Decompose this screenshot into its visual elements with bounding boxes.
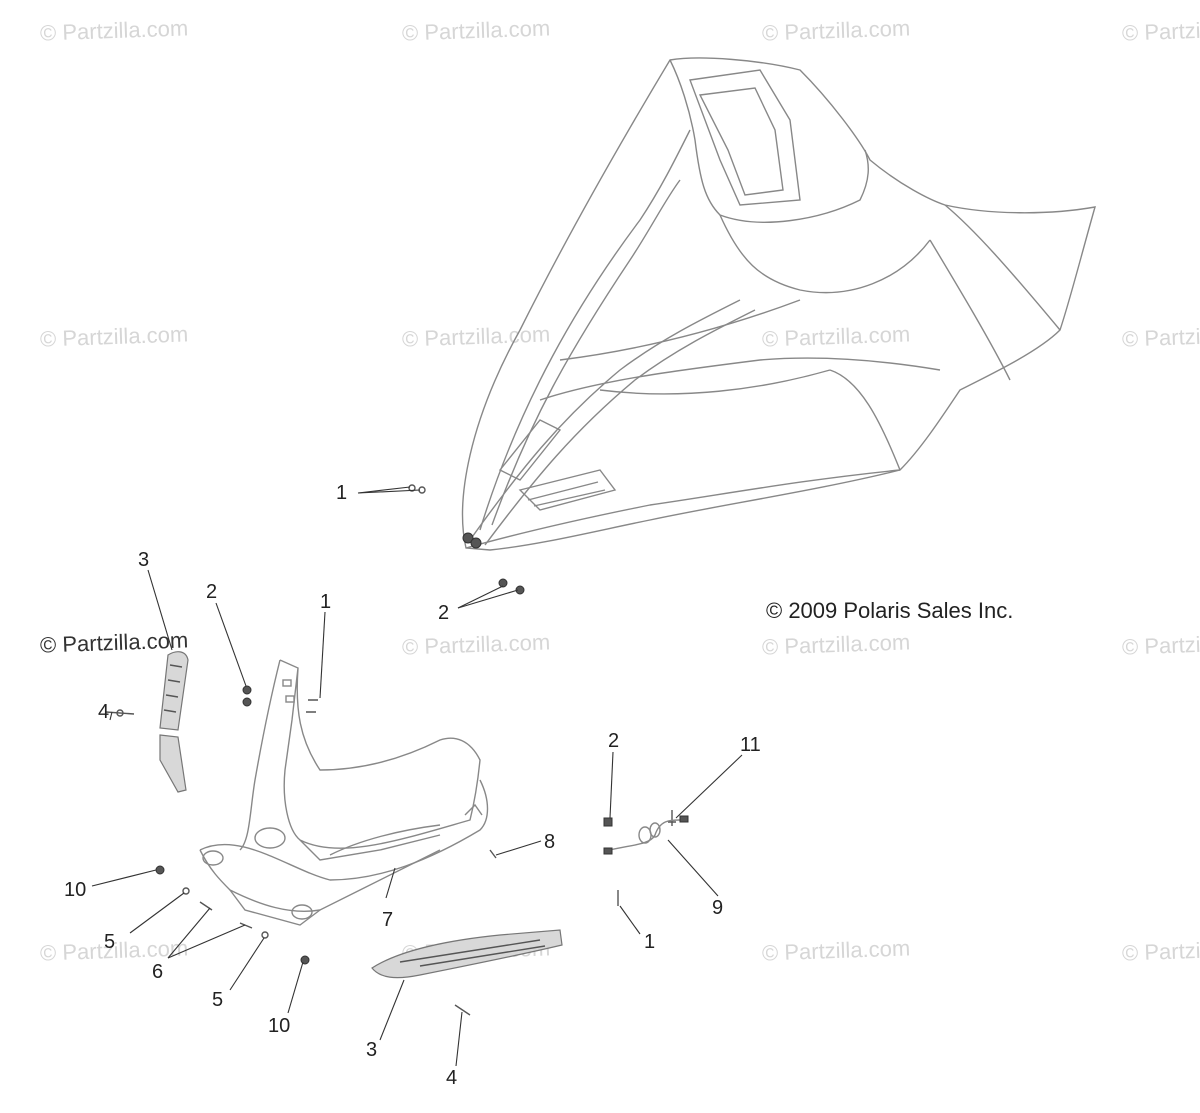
callout-1-lower: 1 bbox=[644, 931, 656, 953]
leader-lines bbox=[91, 486, 743, 1067]
left-grip-drawing bbox=[159, 651, 189, 793]
callout-5-lower: 5 bbox=[212, 989, 224, 1011]
callout-2-hood: 2 bbox=[438, 602, 450, 624]
callout-2-right: 2 bbox=[608, 730, 620, 752]
nose-pan-drawing bbox=[199, 659, 489, 926]
callout-7: 7 bbox=[382, 909, 394, 931]
callout-3-left: 3 bbox=[138, 549, 150, 571]
callout-11: 11 bbox=[740, 734, 761, 756]
lower-grip-drawing bbox=[371, 929, 563, 979]
callout-10-left: 10 bbox=[64, 879, 87, 901]
callout-8: 8 bbox=[544, 831, 556, 853]
callout-9: 9 bbox=[712, 897, 724, 919]
hardware-drawing bbox=[105, 685, 689, 1016]
callout-5-upper: 5 bbox=[104, 931, 116, 953]
callout-1-left: 1 bbox=[320, 591, 332, 613]
callout-4-lower: 4 bbox=[446, 1067, 458, 1089]
callout-10-lower: 10 bbox=[268, 1015, 291, 1037]
callout-6: 6 bbox=[152, 961, 164, 983]
callout-3-lower: 3 bbox=[366, 1039, 378, 1061]
callout-4-left: 4 bbox=[98, 701, 110, 723]
hood-drawing bbox=[408, 57, 1096, 595]
callout-2-left: 2 bbox=[206, 581, 218, 603]
callout-1-hood: 1 bbox=[336, 482, 348, 504]
copyright-notice: © 2009 Polaris Sales Inc. bbox=[766, 598, 1014, 623]
